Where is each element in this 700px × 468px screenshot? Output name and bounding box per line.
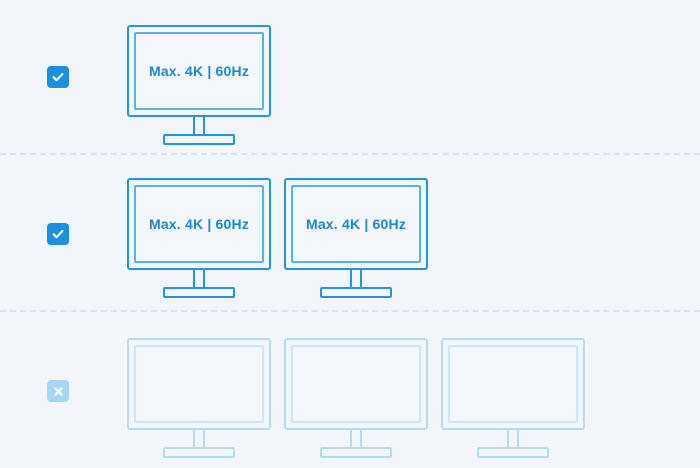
- monitor-screen: Max. 4K | 60Hz: [134, 32, 264, 110]
- monitor-screen: Max. 4K | 60Hz: [134, 185, 264, 263]
- monitor-screen: [134, 345, 264, 423]
- monitor-stand-neck: [193, 430, 205, 447]
- support-row-dual-monitor: Max. 4K | 60Hz Max. 4K | 60Hz: [0, 153, 700, 310]
- support-row-triple-monitor: [0, 310, 700, 468]
- monitor-stand-base: [320, 287, 392, 298]
- monitor-stand-neck: [350, 270, 362, 287]
- monitor-stand-base: [163, 134, 235, 145]
- monitor-spec-label: Max. 4K | 60Hz: [148, 63, 250, 79]
- monitor-display[interactable]: Max. 4K | 60Hz: [284, 178, 428, 298]
- row-divider-1: [0, 153, 700, 155]
- monitor-stand-base: [163, 287, 235, 298]
- monitor-frame: Max. 4K | 60Hz: [127, 25, 271, 117]
- monitor-stand-neck: [193, 117, 205, 134]
- monitor-stand-base: [477, 447, 549, 458]
- monitor-stand-neck: [507, 430, 519, 447]
- monitor-stand-base: [163, 447, 235, 458]
- monitor-frame: Max. 4K | 60Hz: [284, 178, 428, 270]
- check-icon: [52, 229, 64, 239]
- row-divider-2: [0, 310, 700, 312]
- monitor-display-disabled[interactable]: [284, 338, 428, 458]
- monitor-screen: [448, 345, 578, 423]
- monitor-frame: [284, 338, 428, 430]
- monitor-stand-base: [320, 447, 392, 458]
- monitor-spec-label: Max. 4K | 60Hz: [148, 216, 250, 232]
- row-2-checkbox-checked[interactable]: [47, 223, 69, 245]
- monitor-display-disabled[interactable]: [441, 338, 585, 458]
- monitor-stand-neck: [193, 270, 205, 287]
- monitor-screen: Max. 4K | 60Hz: [291, 185, 421, 263]
- monitor-frame: Max. 4K | 60Hz: [127, 178, 271, 270]
- monitor-frame: [441, 338, 585, 430]
- row-3-checkbox-unsupported[interactable]: [47, 380, 69, 402]
- check-icon: [52, 72, 64, 82]
- support-row-single-monitor: Max. 4K | 60Hz: [0, 0, 700, 153]
- row-1-checkbox-checked[interactable]: [47, 66, 69, 88]
- monitor-display-disabled[interactable]: [127, 338, 271, 458]
- monitor-screen: [291, 345, 421, 423]
- monitor-stand-neck: [350, 430, 362, 447]
- monitor-frame: [127, 338, 271, 430]
- close-icon: [53, 386, 63, 396]
- monitor-display[interactable]: Max. 4K | 60Hz: [127, 25, 271, 145]
- monitor-spec-label: Max. 4K | 60Hz: [305, 216, 407, 232]
- monitor-display[interactable]: Max. 4K | 60Hz: [127, 178, 271, 298]
